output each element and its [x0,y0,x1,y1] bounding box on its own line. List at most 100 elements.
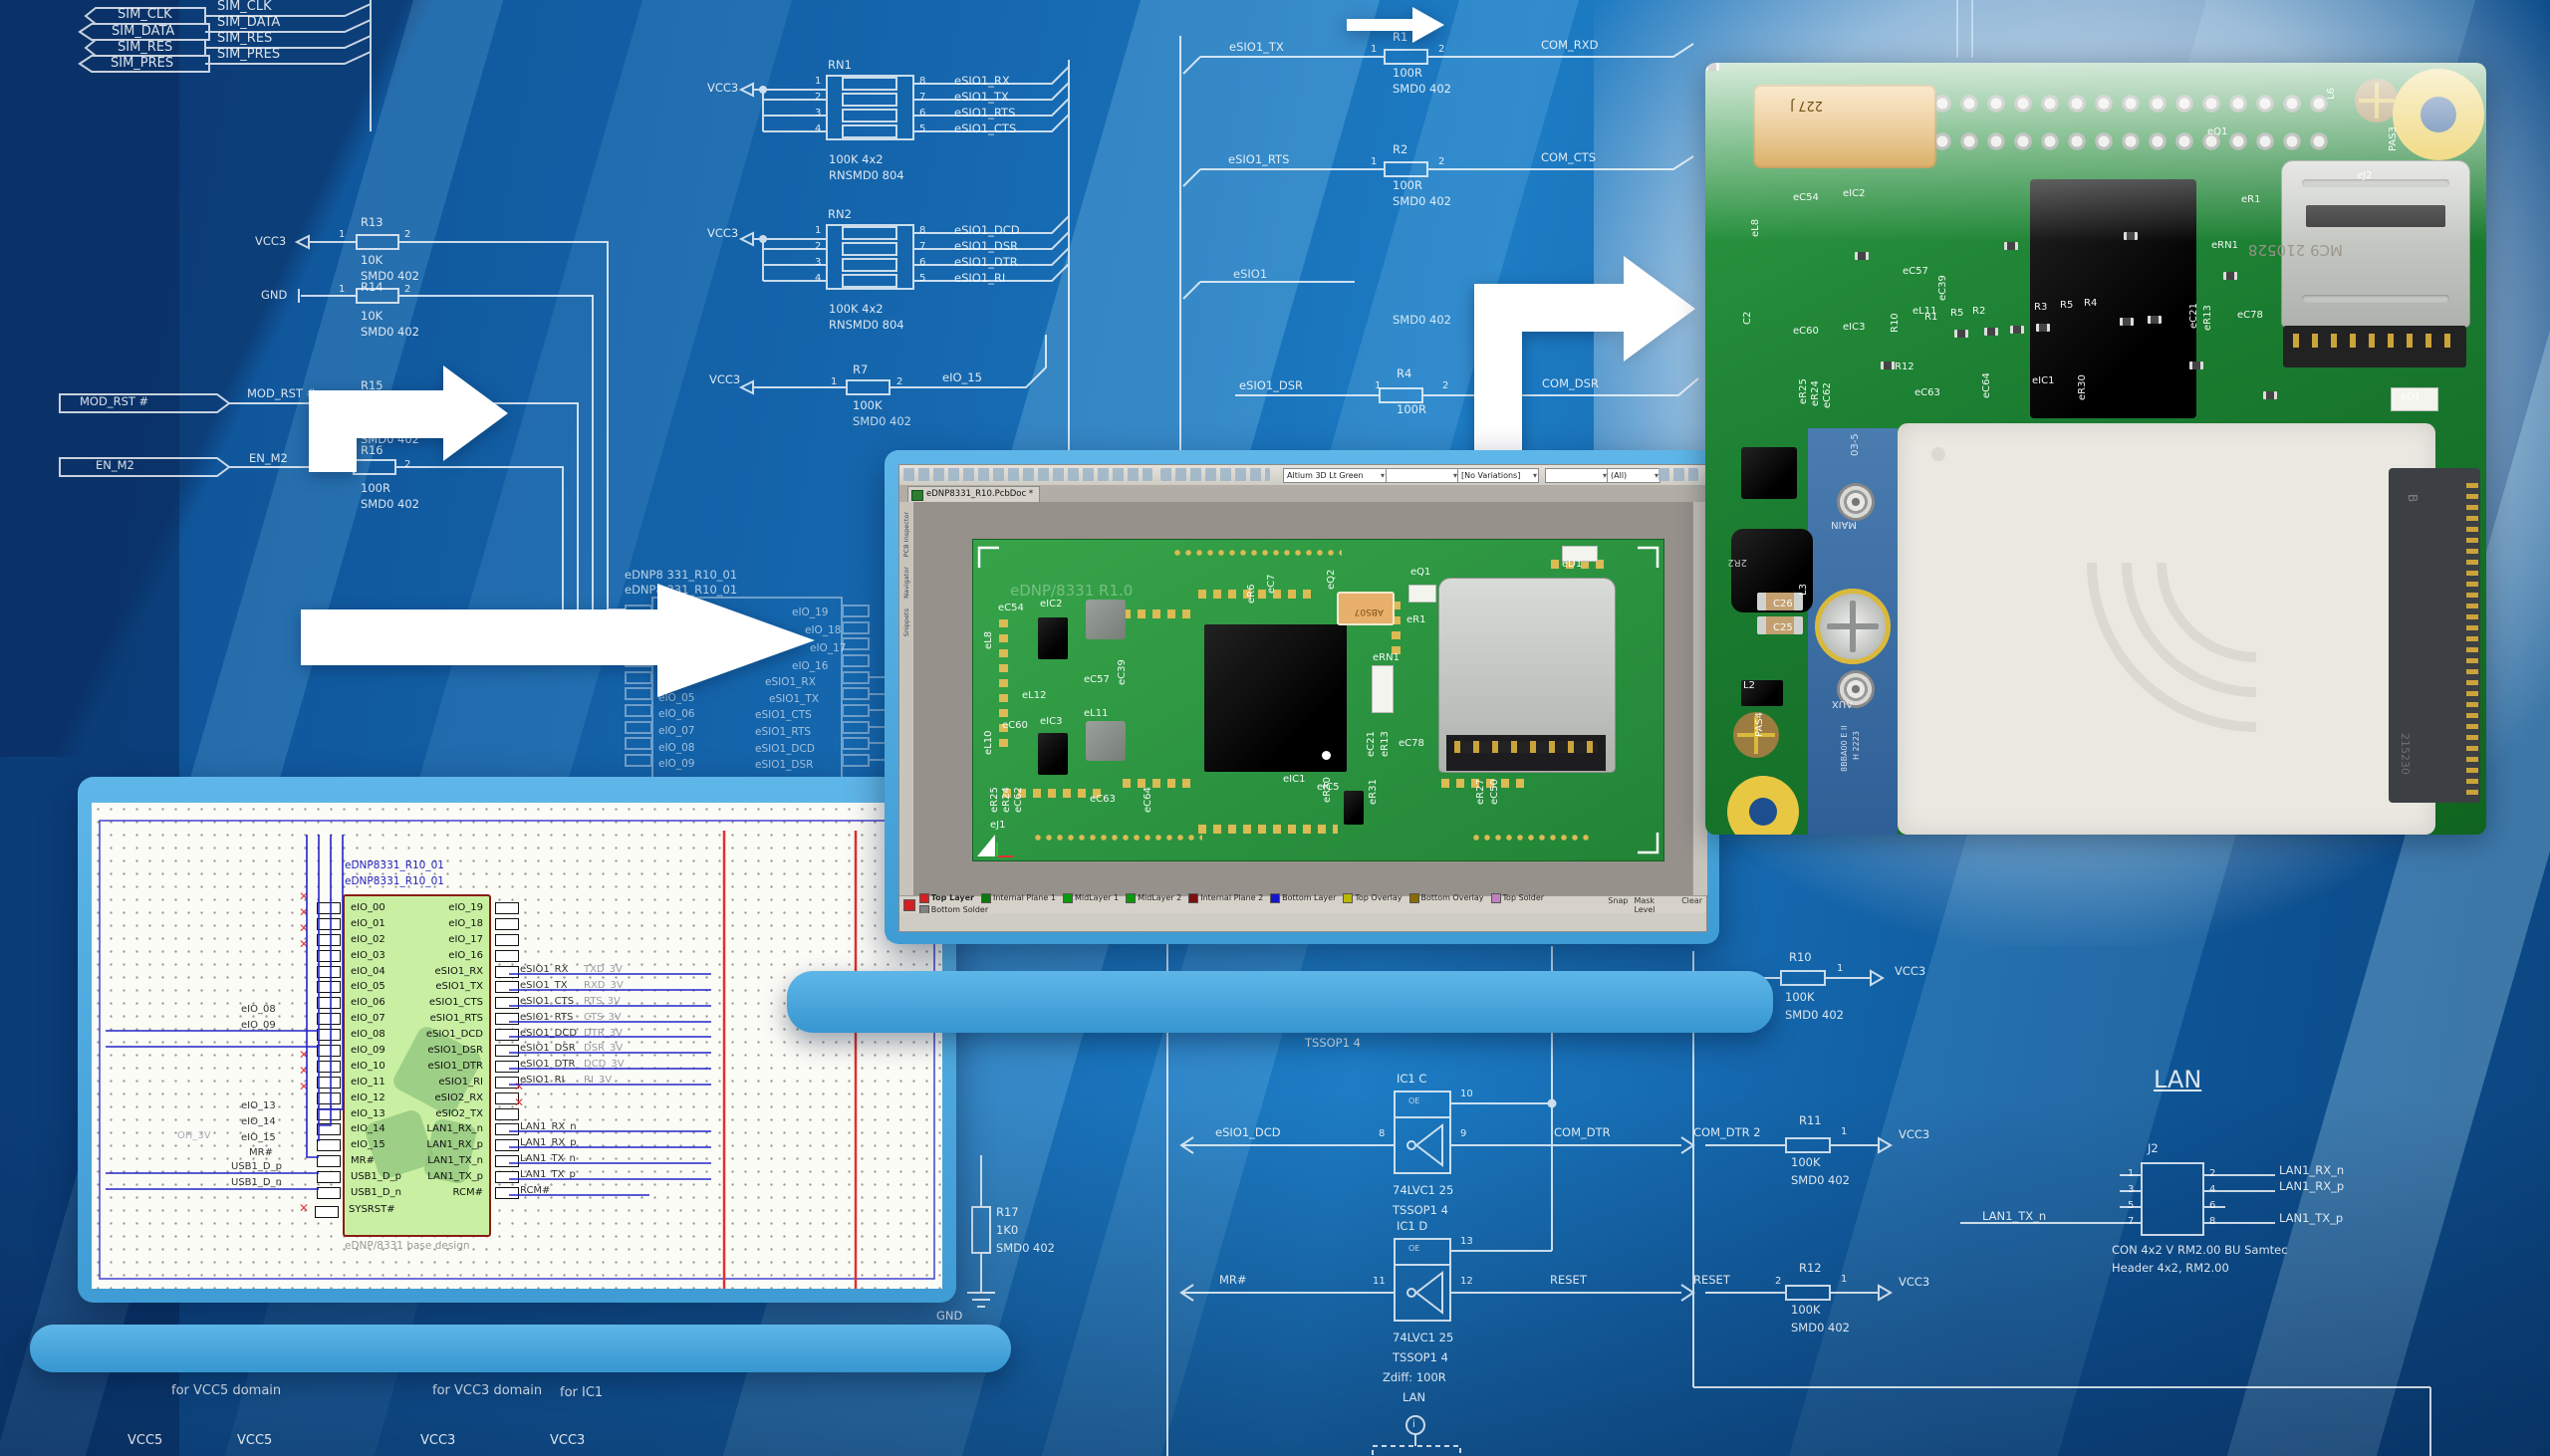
layer-tab[interactable]: Internal Plane 2 [1188,892,1263,903]
label: eIC3 [1040,716,1063,727]
arrow-schematic-to-layout [301,584,815,697]
label: eR25 [989,787,1000,813]
label: VCC3 [709,372,741,386]
label: eIC3 [1843,322,1866,333]
label: 2 [404,395,411,406]
layer-tab[interactable]: Top Layer [918,892,974,903]
panel-tab[interactable]: Snippets [902,608,910,637]
crystal-eQ1-body [1408,585,1436,603]
label: R15 [361,378,383,392]
view-config-select[interactable]: Altium 3D Lt Green [1283,468,1387,483]
label: 13 [1460,1236,1473,1247]
label: eJ2 [2357,170,2373,181]
label: eSIO1_TX [1229,40,1284,54]
filter-select[interactable]: (All) [1607,468,1660,483]
label: SIM_PRES [111,56,174,71]
panel-tab[interactable]: PCB Inspector [902,512,910,558]
net-label: LAN1_TX_n [520,1152,576,1164]
label: 5 [919,273,926,284]
mount-screw [1815,589,1891,664]
label: eR13 [1380,731,1391,757]
label: 2 [404,459,411,470]
layer-tab[interactable]: MidLayer 1 [1062,892,1119,903]
label: eIC1 [2032,375,2055,386]
status-button[interactable]: Clear [1681,895,1702,905]
label: eSIO1_RTS [755,726,812,738]
layer-tab[interactable]: Top Overlay [1343,892,1402,903]
toolbar-icons-right[interactable] [1658,468,1698,481]
label: L2 [1743,680,1755,691]
label: eC57 [1903,266,1928,277]
label: 6 [2209,1200,2216,1211]
label: COM_DSR [1542,376,1599,390]
label: 2 [404,229,411,240]
label: TSSOP1 4 [1305,1036,1361,1050]
label: eQ1 [1410,567,1431,578]
altium-right-panel-strip[interactable] [1692,502,1707,895]
sim-socket [1446,735,1606,771]
signal-label: RTS_3V [584,995,621,1007]
pin-label: eIO_17 [415,932,519,948]
ceramic-antenna [1898,423,2435,835]
label: 3 [2128,1184,2135,1195]
label: eSIO1_RI [954,271,1006,285]
layer-tab[interactable]: Bottom Overlay [1408,892,1484,903]
arrow-top-small [1347,7,1444,43]
variations-select[interactable]: [No Variations] [1457,468,1539,483]
label: 1 [1841,1126,1848,1137]
label: GND [936,1309,963,1323]
layer-tab[interactable]: Top Solder [1490,892,1544,903]
label: eSIO1_TX [769,693,820,705]
label: eJ1 [990,820,1006,831]
signal-label: RXD_3V [584,979,624,991]
label: eL10 [983,730,994,755]
label: 4 [2209,1184,2216,1195]
fiducial-PAS4 [1733,712,1779,758]
active-layer-chip [903,898,915,911]
net-label: LAN1_RX_n [520,1121,577,1132]
altium-bottom-filler [899,913,1706,931]
label: R10 [1890,313,1901,333]
net-label: eSIO1_RX [520,964,569,975]
toolbar-icons-edit[interactable] [1160,468,1270,481]
toolbar-icons-left[interactable] [903,468,1152,481]
layer-tab[interactable]: MidLayer 2 [1126,892,1181,903]
document-tab[interactable]: eDNP8331_R10.PcbDoc * [907,486,1041,502]
status-button[interactable]: Mask Level [1634,895,1656,914]
pin-label: eIO_14 [317,1121,416,1137]
label: SIM_CLK [217,0,272,14]
status-controls: Snap Mask Level Clear [1608,896,1702,914]
label: EN_M2 [96,458,134,472]
sot23-regulator [1741,447,1797,499]
layer-tab[interactable]: Internal Plane 1 [980,892,1056,903]
empty-select-1[interactable] [1386,468,1459,483]
label: eIO_05 [658,692,695,704]
label: eSIO1_CTS [954,121,1017,135]
layer-tab[interactable]: Bottom Layer [1270,892,1336,903]
label: LAN1_TX_n [1982,1209,2047,1223]
label: eSIO1 [1233,267,1268,281]
label: 100R [361,481,390,495]
empty-select-2[interactable] [1545,468,1609,483]
altium-toolbar[interactable]: Altium 3D Lt Green [No Variations] (All) [899,465,1706,486]
label: OE [1408,1244,1420,1253]
label: L6 [2326,88,2337,100]
panel-tab[interactable]: Navigator [902,567,910,600]
label: eIO_19 [792,607,829,618]
label: VCC3 [1899,1127,1930,1141]
label: 2 [896,376,903,387]
status-button[interactable]: Snap [1608,895,1629,905]
label: VCC3 [1895,964,1926,978]
label: eR24 [1001,787,1012,813]
label: SMD0 402 [361,269,419,283]
label: R4 [1397,366,1412,380]
label: 2R2 [1727,557,1747,568]
